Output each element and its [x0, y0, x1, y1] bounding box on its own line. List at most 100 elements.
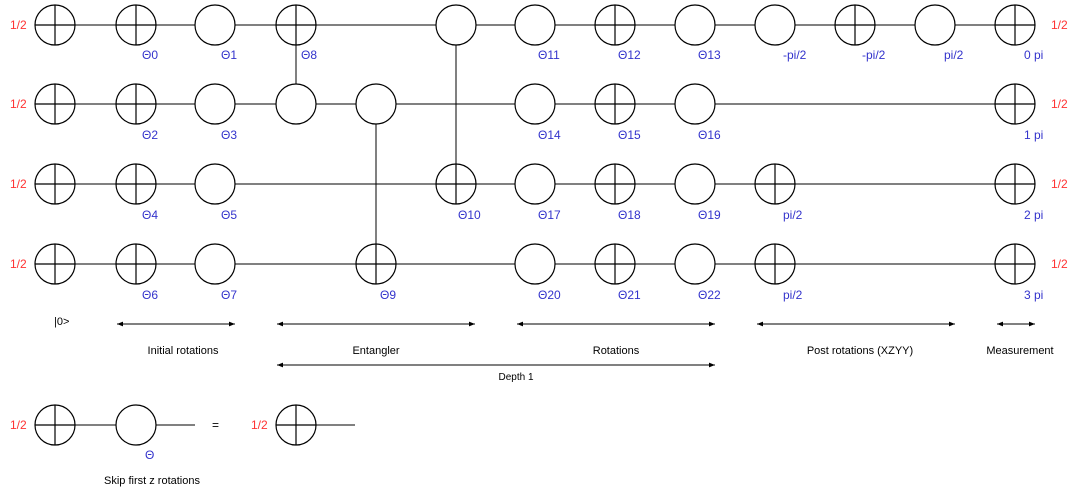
legend-prob-label-left: 1/2 — [10, 418, 27, 432]
theta-label: Θ20 — [538, 288, 561, 302]
section-label-rotations: Rotations — [593, 345, 640, 357]
measurement-label: 2 pi — [1024, 208, 1043, 222]
theta-label: Θ16 — [698, 128, 721, 142]
z-gate — [674, 163, 716, 205]
section-label-entangler: Entangler — [352, 345, 399, 357]
post-rotation-label: -pi/2 — [783, 48, 807, 62]
x-gate — [355, 243, 397, 285]
theta-label: Θ7 — [221, 288, 237, 302]
theta-label: Θ17 — [538, 208, 561, 222]
z-gate — [914, 4, 956, 46]
measurement-label: 0 pi — [1024, 48, 1043, 62]
prob-label-right-q0: 1/2 — [1051, 18, 1068, 32]
x-gate — [115, 163, 157, 205]
measurement-labels: 0 pi 1 pi 2 pi 3 pi — [1024, 48, 1043, 302]
theta-label: Θ8 — [301, 48, 317, 62]
theta-label: Θ11 — [538, 48, 560, 62]
theta-label: Θ0 — [142, 48, 158, 62]
x-gate — [594, 163, 636, 205]
theta-label: Θ5 — [221, 208, 237, 222]
legend-equivalence: 1/2 Θ = 1/2 Skip first z rotations — [10, 404, 355, 487]
z-gate — [194, 243, 236, 285]
z-gate — [115, 404, 157, 446]
measurement-gate — [994, 83, 1036, 125]
measurement-gate — [994, 163, 1036, 205]
z-gate — [514, 163, 556, 205]
theta-label: Θ18 — [618, 208, 641, 222]
section-label-initial: Initial rotations — [148, 345, 219, 357]
control-gate — [355, 83, 397, 125]
z-gate — [514, 4, 556, 46]
legend-prob-label-right: 1/2 — [251, 418, 268, 432]
post-rotation-label: pi/2 — [783, 288, 803, 302]
x-gate — [115, 243, 157, 285]
theta-label: Θ13 — [698, 48, 721, 62]
x-gate — [34, 4, 76, 46]
section-arrows — [117, 321, 1035, 368]
theta-label: Θ3 — [221, 128, 237, 142]
z-gate — [194, 83, 236, 125]
z-gate — [514, 243, 556, 285]
legend-caption: Skip first z rotations — [104, 475, 200, 487]
x-gate — [115, 83, 157, 125]
qubit-2-gates — [34, 163, 1036, 205]
x-gate — [754, 163, 796, 205]
x-gate — [754, 243, 796, 285]
x-gate — [34, 163, 76, 205]
post-rotation-label: pi/2 — [944, 48, 964, 62]
theta-label: Θ6 — [142, 288, 158, 302]
post-rotation-label: pi/2 — [783, 208, 803, 222]
theta-label: Θ21 — [618, 288, 641, 302]
z-gate — [674, 83, 716, 125]
section-labels: Initial rotations Entangler Rotations Po… — [148, 345, 1054, 383]
theta-label: Θ12 — [618, 48, 641, 62]
theta-label: Θ2 — [142, 128, 158, 142]
legend-equals: = — [212, 418, 219, 432]
post-rotation-label: -pi/2 — [862, 48, 886, 62]
theta-label: Θ1 — [221, 48, 237, 62]
x-gate — [115, 4, 157, 46]
x-gate — [594, 243, 636, 285]
x-gate — [275, 4, 317, 46]
measurement-label: 3 pi — [1024, 288, 1043, 302]
measurement-label: 1 pi — [1024, 128, 1043, 142]
z-gate — [674, 4, 716, 46]
control-gate — [275, 83, 317, 125]
measurement-gate — [994, 243, 1036, 285]
prob-label-left-q1: 1/2 — [10, 97, 27, 111]
x-gate — [34, 83, 76, 125]
theta-label: Θ4 — [142, 208, 158, 222]
z-gate — [674, 243, 716, 285]
z-gate — [194, 4, 236, 46]
theta-label: Θ9 — [380, 288, 396, 302]
x-gate — [275, 404, 317, 446]
theta-label: Θ14 — [538, 128, 561, 142]
prob-label-right-q1: 1/2 — [1051, 97, 1068, 111]
entangler-connections — [295, 25, 457, 264]
prob-label-right-q3: 1/2 — [1051, 257, 1068, 271]
x-gate — [834, 4, 876, 46]
x-gate — [435, 163, 477, 205]
theta-label: Θ22 — [698, 288, 721, 302]
measurement-gate — [994, 4, 1036, 46]
section-label-measurement: Measurement — [986, 345, 1053, 357]
legend-theta-label: Θ — [145, 448, 154, 462]
prob-label-left-q2: 1/2 — [10, 177, 27, 191]
theta-label: Θ19 — [698, 208, 721, 222]
x-gate — [34, 404, 76, 446]
x-gate — [594, 83, 636, 125]
section-label-post: Post rotations (XZYY) — [807, 345, 913, 357]
qubit-1-gates — [34, 83, 1036, 125]
theta-label: Θ15 — [618, 128, 641, 142]
section-label-depth: Depth 1 — [498, 372, 533, 383]
x-gate — [34, 243, 76, 285]
prob-label-left-q3: 1/2 — [10, 257, 27, 271]
qubit-0-gates — [34, 4, 1036, 46]
z-gate — [754, 4, 796, 46]
post-rotation-labels: -pi/2 -pi/2 pi/2 pi/2 pi/2 — [783, 48, 964, 302]
prob-label-left-q0: 1/2 — [10, 18, 27, 32]
theta-label: Θ10 — [458, 208, 481, 222]
qubit-3-gates — [34, 243, 1036, 285]
probability-labels: 1/2 1/2 1/2 1/2 1/2 1/2 1/2 1/2 — [10, 18, 1068, 271]
